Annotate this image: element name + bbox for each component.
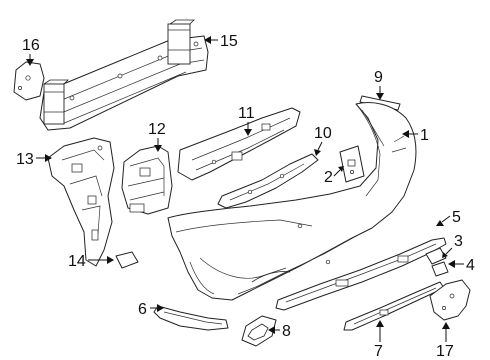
upper-trim-part xyxy=(177,107,301,181)
callout-17-label: 17 xyxy=(436,343,454,360)
callout-5: 5 xyxy=(436,209,461,226)
callout-3: 3 xyxy=(442,233,463,258)
callout-11-label: 11 xyxy=(238,105,255,122)
callout-10: 10 xyxy=(314,125,332,156)
callout-17: 17 xyxy=(436,322,454,360)
side-bracket-part xyxy=(47,137,115,267)
clip-part xyxy=(339,145,365,183)
small-bracket-part xyxy=(425,247,447,265)
upper-bracket-part xyxy=(121,145,173,215)
callout-16: 16 xyxy=(22,37,40,66)
callout-6-label: 6 xyxy=(138,301,147,318)
pad-part xyxy=(13,61,45,101)
callout-1-label: 1 xyxy=(420,127,429,144)
callout-15-label: 15 xyxy=(220,33,238,50)
lower-left-trim-part xyxy=(153,305,229,331)
callout-15: 15 xyxy=(204,33,238,50)
callout-3-label: 3 xyxy=(454,233,463,250)
callout-1: 1 xyxy=(402,127,429,144)
trim-ring-part xyxy=(241,315,277,347)
callout-10-label: 10 xyxy=(314,125,332,142)
callout-4-label: 4 xyxy=(466,257,475,274)
callout-7-label: 7 xyxy=(374,343,383,360)
absorber-part xyxy=(217,153,319,209)
callout-9: 9 xyxy=(374,69,384,100)
callout-14: 14 xyxy=(68,253,114,270)
callout-2: 2 xyxy=(324,166,344,186)
callout-12-label: 12 xyxy=(148,121,166,138)
callout-16-label: 16 xyxy=(22,37,40,54)
reflector-part xyxy=(115,251,139,269)
upper-strip-part xyxy=(359,95,401,111)
callout-6: 6 xyxy=(138,301,164,318)
callout-4: 4 xyxy=(448,257,475,274)
callout-12: 12 xyxy=(148,121,166,152)
callout-14-label: 14 xyxy=(68,253,86,270)
lower-strip-part xyxy=(275,237,447,311)
callout-2-label: 2 xyxy=(324,169,333,186)
callout-11: 11 xyxy=(238,105,255,136)
callout-8-label: 8 xyxy=(282,323,291,340)
valance-part xyxy=(343,281,445,331)
callout-8: 8 xyxy=(268,323,291,340)
callout-5-label: 5 xyxy=(452,209,461,226)
tiny-clip-part xyxy=(431,261,449,277)
splash-shield-part xyxy=(429,279,471,321)
callout-9-label: 9 xyxy=(374,69,383,86)
callout-7: 7 xyxy=(374,320,384,360)
reinforcement-beam-part xyxy=(39,19,209,131)
bumper-cover-part xyxy=(167,102,417,301)
callout-13: 13 xyxy=(16,151,52,168)
callout-13-label: 13 xyxy=(16,151,34,168)
